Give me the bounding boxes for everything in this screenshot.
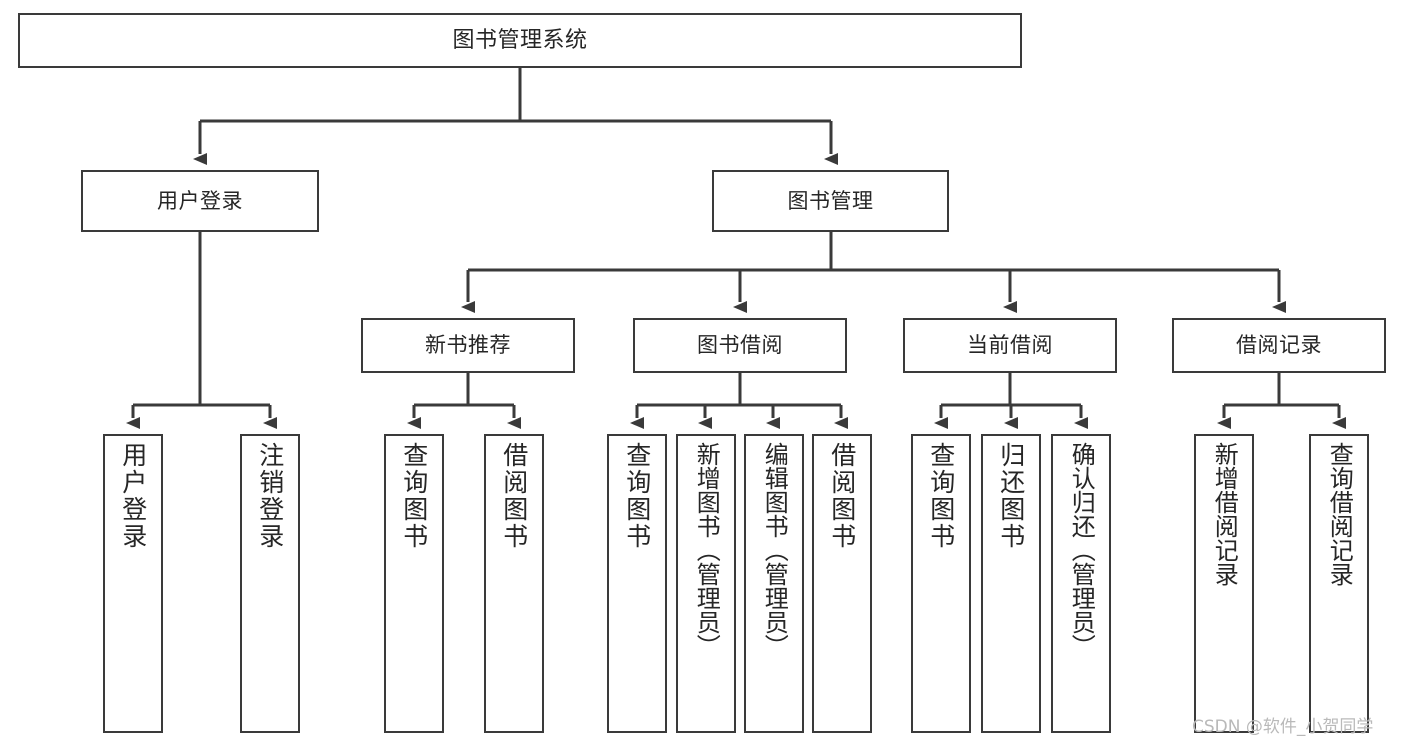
node-leaf-confirm-return[interactable]: 确认归还（管理员） [1051,434,1111,733]
node-leaf-add-record-label: 新增借阅记录 [1210,442,1239,586]
node-leaf-borrow-book-1[interactable]: 借阅图书 [484,434,544,733]
node-leaf-borrow-book-2[interactable]: 借阅图书 [812,434,872,733]
node-leaf-query-book-1[interactable]: 查询图书 [384,434,444,733]
node-root[interactable]: 图书管理系统 [18,13,1022,68]
node-leaf-return-book-label: 归还图书 [996,442,1026,550]
node-book-borrow-label: 图书借阅 [697,333,783,358]
node-leaf-return-book[interactable]: 归还图书 [981,434,1041,733]
node-leaf-user-login[interactable]: 用户登录 [103,434,163,733]
node-book-manage[interactable]: 图书管理 [712,170,949,232]
node-current-borrow-label: 当前借阅 [967,333,1053,358]
node-current-borrow[interactable]: 当前借阅 [903,318,1117,373]
node-leaf-query-book-3-label: 查询图书 [926,442,956,550]
node-leaf-query-book-2-label: 查询图书 [622,442,652,550]
node-leaf-logout[interactable]: 注销登录 [240,434,300,733]
node-user-login-label: 用户登录 [157,188,243,213]
node-borrow-record[interactable]: 借阅记录 [1172,318,1386,373]
node-leaf-add-book[interactable]: 新增图书（管理员） [676,434,736,733]
node-leaf-borrow-book-2-label: 借阅图书 [827,442,857,550]
node-leaf-query-book-1-label: 查询图书 [399,442,429,550]
node-leaf-edit-book-label: 编辑图书（管理员） [760,442,789,658]
node-leaf-logout-label: 注销登录 [255,442,285,550]
node-leaf-borrow-book-1-label: 借阅图书 [499,442,529,550]
node-leaf-query-record[interactable]: 查询借阅记录 [1309,434,1369,733]
node-new-book-recommend[interactable]: 新书推荐 [361,318,575,373]
node-new-book-recommend-label: 新书推荐 [425,333,511,358]
node-leaf-query-record-label: 查询借阅记录 [1325,442,1354,586]
node-borrow-record-label: 借阅记录 [1236,333,1322,358]
node-leaf-edit-book[interactable]: 编辑图书（管理员） [744,434,804,733]
node-book-manage-label: 图书管理 [787,188,874,213]
csdn-watermark: CSDN @软件_小贺同学 [1192,717,1374,737]
node-leaf-user-login-label: 用户登录 [118,442,148,550]
node-leaf-add-book-label: 新增图书（管理员） [692,442,721,658]
node-book-borrow[interactable]: 图书借阅 [633,318,847,373]
node-leaf-query-book-2[interactable]: 查询图书 [607,434,667,733]
node-leaf-add-record[interactable]: 新增借阅记录 [1194,434,1254,733]
node-user-login[interactable]: 用户登录 [81,170,319,232]
node-leaf-confirm-return-label: 确认归还（管理员） [1067,442,1096,658]
node-leaf-query-book-3[interactable]: 查询图书 [911,434,971,733]
node-root-label: 图书管理系统 [452,27,588,53]
